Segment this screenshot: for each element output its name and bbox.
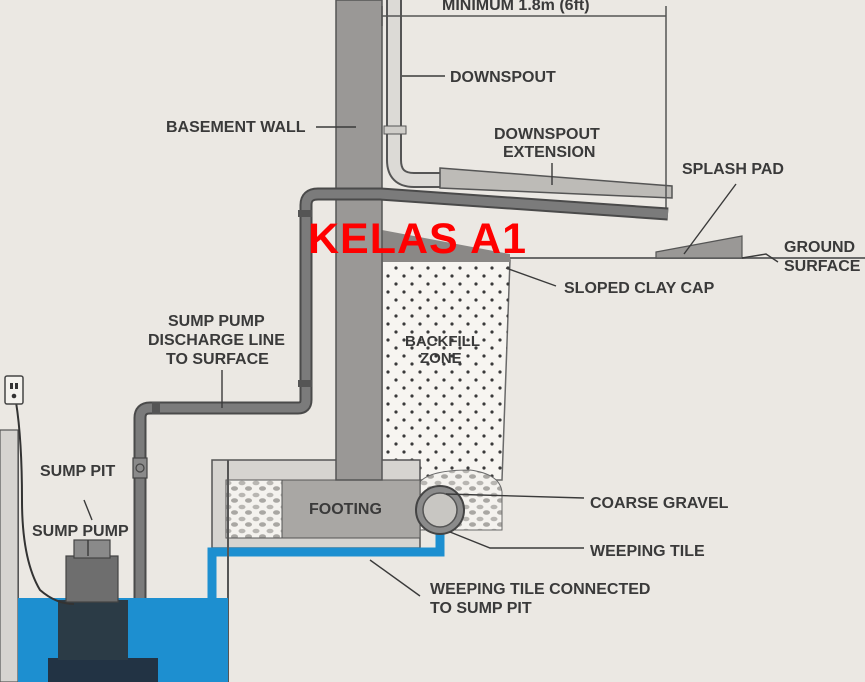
downspout bbox=[386, 0, 440, 188]
basement-wall-label: BASEMENT WALL bbox=[166, 119, 306, 136]
check-valve bbox=[132, 457, 148, 479]
sump-pit-label: SUMP PIT bbox=[40, 463, 116, 480]
sump-pump-motor bbox=[65, 555, 119, 603]
power-cord bbox=[15, 401, 75, 605]
downspout-extension-label-1: DOWNSPOUT bbox=[494, 126, 600, 143]
backfill-zone-label-1: BACKFILL bbox=[405, 333, 480, 350]
sump-pump-label: SUMP PUMP bbox=[32, 523, 129, 540]
backfill-dots bbox=[382, 260, 510, 480]
splash-pad-label: SPLASH PAD bbox=[682, 161, 784, 178]
downspout-label: DOWNSPOUT bbox=[450, 69, 556, 86]
ground-surface-label-1: GROUND bbox=[784, 239, 855, 256]
weeping-tile-label: WEEPING TILE bbox=[590, 543, 705, 560]
discharge-fitting-1 bbox=[152, 402, 160, 414]
downspout-clip bbox=[383, 125, 407, 135]
discharge-line-label-3: TO SURFACE bbox=[166, 351, 269, 368]
weeping-tile-connected-label-2: TO SUMP PIT bbox=[430, 600, 532, 617]
sump-pump-cap bbox=[73, 539, 111, 559]
sloped-clay-cap-label: SLOPED CLAY CAP bbox=[564, 280, 715, 297]
weeping-tile-connection bbox=[207, 530, 445, 600]
electrical-outlet-icon bbox=[4, 375, 24, 405]
splash-pad bbox=[655, 235, 743, 259]
downspout-extension-label-2: EXTENSION bbox=[503, 144, 595, 161]
sump-pump-body bbox=[58, 600, 128, 660]
discharge-line-label-2: DISCHARGE LINE bbox=[148, 332, 285, 349]
discharge-line-label-1: SUMP PUMP bbox=[168, 313, 265, 330]
downspout-extension bbox=[439, 167, 673, 199]
footing-label: FOOTING bbox=[309, 501, 382, 518]
coarse-gravel-label: COARSE GRAVEL bbox=[590, 495, 729, 512]
footing-core bbox=[281, 479, 421, 539]
ground-surface-label-2: SURFACE bbox=[784, 258, 861, 275]
basement-wall bbox=[335, 0, 383, 481]
watermark-text: KELAS A1 bbox=[308, 215, 528, 263]
sloped-clay-cap bbox=[382, 230, 510, 262]
sump-pump-base bbox=[48, 658, 158, 682]
sump-pit-wall-left bbox=[0, 429, 19, 682]
weeping-tile-connected-label-1: WEEPING TILE CONNECTED bbox=[430, 581, 650, 598]
discharge-fitting-3 bbox=[298, 210, 312, 217]
footing-gravel-left bbox=[225, 479, 283, 539]
discharge-fitting-2 bbox=[298, 380, 312, 387]
backfill-zone-label-2: ZONE bbox=[420, 350, 462, 367]
minimum-label: MINIMUM 1.8m (6ft) bbox=[442, 0, 590, 14]
